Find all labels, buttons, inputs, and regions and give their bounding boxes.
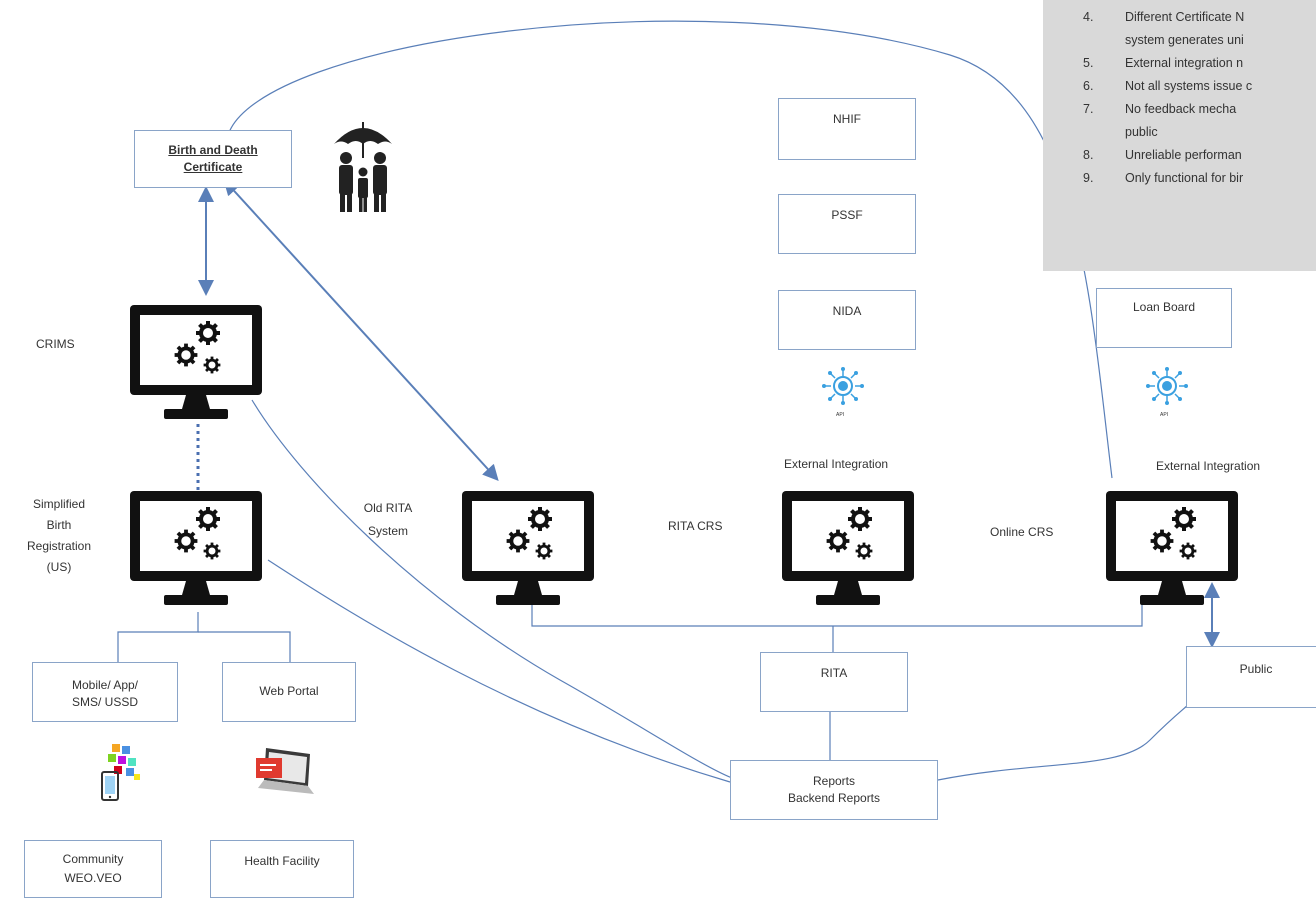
challenge-item: 6. Not all systems issue c — [1083, 75, 1316, 98]
sbr-label: Simplified Birth Registration (US) — [14, 496, 104, 576]
crims-label: CRIMS — [36, 337, 75, 351]
api-left-icon — [821, 366, 865, 406]
sbr-monitor-icon — [128, 489, 268, 607]
rita-crs-monitor-icon — [780, 489, 920, 607]
challenge-text: No feedback mecha — [1125, 102, 1237, 116]
api-left-caption: API — [836, 412, 845, 418]
sbr-label-line2: Birth — [46, 518, 72, 532]
connector-certificate-to-online-crs — [227, 20, 1113, 479]
crims-monitor-icon — [128, 303, 268, 421]
challenge-item: 9. Only functional for bir — [1083, 167, 1316, 190]
old-rita-label-line1: Old RITA — [363, 501, 413, 515]
old-rita-label-line2: System — [367, 524, 408, 538]
mobile-channel-line2: SMS/ USSD — [71, 695, 138, 709]
connector-sbr-web — [198, 631, 291, 662]
health-facility-label: Health Facility — [244, 854, 320, 868]
nhif-label: NHIF — [833, 112, 861, 126]
challenge-text: Different Certificate N — [1125, 10, 1245, 24]
challenge-number: 4. — [1083, 10, 1094, 24]
challenge-text-continued: system generates uni — [1125, 33, 1244, 47]
external-integration-left: External Integration — [784, 457, 889, 471]
challenge-text: Only functional for bir — [1125, 171, 1244, 185]
challenge-number: 8. — [1083, 148, 1094, 162]
public-label: Public — [1239, 662, 1273, 676]
challenge-text: External integration n — [1125, 56, 1244, 70]
certificate-title-line1: Birth and Death — [168, 143, 258, 157]
nida-box: NIDA — [778, 290, 916, 350]
sbr-label-line1: Simplified — [32, 497, 86, 511]
challenge-number: 5. — [1083, 56, 1094, 70]
certificate-box: Birth and Death Certificate — [134, 130, 292, 188]
connector-crims-reports — [251, 399, 733, 779]
mobile-apps-icon — [101, 744, 140, 801]
mobile-channel-box: Mobile/ App/ SMS/ USSD — [32, 662, 178, 722]
web-portal-box: Web Portal — [222, 662, 356, 722]
sbr-label-line3: Registration — [26, 539, 92, 553]
api-right-caption: API — [1160, 412, 1169, 418]
reports-line2: Backend Reports — [787, 791, 881, 805]
loan-board-box: Loan Board — [1096, 288, 1232, 348]
rita-label: RITA — [820, 666, 848, 680]
mobile-channel-line1: Mobile/ App/ — [71, 678, 139, 692]
rita-crs-label: RITA CRS — [668, 519, 723, 533]
challenge-text: Not all systems issue c — [1125, 79, 1253, 93]
challenge-item: 8. Unreliable performan — [1083, 144, 1316, 167]
connector-sbr-reports — [267, 559, 731, 783]
connector-sbr-channels — [117, 612, 199, 662]
online-crs-monitor-icon — [1104, 489, 1244, 607]
certificate-title-line2: Certificate — [183, 160, 243, 174]
challenge-number: 7. — [1083, 102, 1094, 116]
old-rita-label: Old RITA System — [352, 500, 424, 540]
health-facility-box: Health Facility — [210, 840, 354, 898]
connector-reports-public — [937, 704, 1189, 781]
nida-label: NIDA — [832, 304, 862, 318]
challenge-item: 4. Different Certificate N system generate… — [1083, 6, 1316, 52]
challenge-number: 9. — [1083, 171, 1094, 185]
pssf-label: PSSF — [831, 208, 863, 222]
community-line2: WEO.VEO — [64, 871, 122, 885]
public-box: Public — [1186, 646, 1316, 708]
loan-board-label: Loan Board — [1132, 300, 1196, 314]
reports-line1: Reports — [812, 774, 856, 788]
challenge-item: 7. No feedback mecha public — [1083, 98, 1316, 144]
old-rita-monitor-icon — [460, 489, 600, 607]
arrow-certificate-old-rita — [223, 179, 499, 481]
sbr-label-line4: (US) — [46, 560, 72, 574]
community-box: Community WEO.VEO — [24, 840, 162, 898]
online-crs-label: Online CRS — [990, 525, 1054, 539]
external-integration-right: External Integration — [1156, 459, 1261, 473]
challenges-list: 4. Different Certificate N system generate… — [1083, 6, 1316, 190]
challenges-panel: 4. Different Certificate N system generate… — [1043, 0, 1316, 271]
rita-box: RITA — [760, 652, 908, 712]
reports-box: Reports Backend Reports — [730, 760, 938, 820]
challenge-text: Unreliable performan — [1125, 148, 1242, 162]
nhif-box: NHIF — [778, 98, 916, 160]
api-right-icon — [1145, 366, 1189, 406]
challenge-text-continued: public — [1125, 125, 1158, 139]
connector-systems-bus — [531, 600, 1143, 627]
laptop-icon — [256, 748, 314, 794]
web-portal-label: Web Portal — [259, 684, 319, 698]
challenge-number: 6. — [1083, 79, 1094, 93]
pssf-box: PSSF — [778, 194, 916, 254]
challenge-item: 5. External integration n — [1083, 52, 1316, 75]
family-umbrella-icon — [334, 122, 392, 212]
community-line1: Community — [62, 852, 124, 866]
